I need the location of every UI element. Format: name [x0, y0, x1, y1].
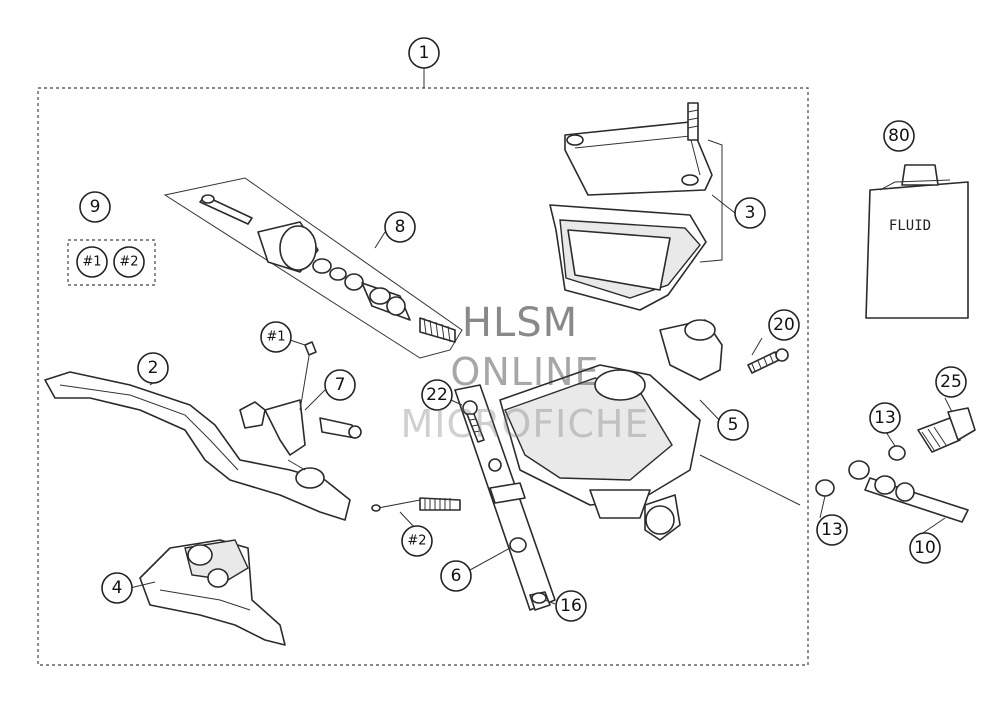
part-25-banjo-bolt[interactable] [917, 407, 976, 453]
callout-80-label: 80 [888, 126, 910, 146]
assembly-boundary [37, 68, 809, 666]
callout-hash1-box[interactable]: #1 [76, 246, 108, 278]
callout-22[interactable]: 22 [421, 379, 453, 411]
part-16-bolt[interactable] [529, 591, 551, 611]
callout-4-label: 4 [112, 578, 123, 598]
callout-16[interactable]: 16 [555, 590, 587, 622]
callout-80[interactable]: 80 [883, 120, 915, 152]
callout-20[interactable]: 20 [768, 309, 800, 341]
part-80-fluid-bottle[interactable]: FLUID [865, 164, 969, 319]
callout-13-upper-label: 13 [874, 408, 896, 428]
part-hash2-screw[interactable] [371, 497, 461, 512]
callout-2-label: 2 [148, 358, 159, 378]
part-7-adjuster[interactable] [239, 399, 362, 471]
part-20-screw[interactable] [747, 348, 789, 374]
callout-1-label: 1 [419, 43, 430, 63]
callout-16-label: 16 [560, 596, 582, 616]
part-9-group [67, 239, 156, 286]
callout-4[interactable]: 4 [101, 572, 133, 604]
callout-hash1-box-label: #1 [82, 255, 101, 270]
callout-25[interactable]: 25 [935, 366, 967, 398]
part-5-master-cylinder[interactable] [499, 319, 801, 541]
callout-20-label: 20 [773, 315, 795, 335]
callout-6-label: 6 [451, 566, 462, 586]
callout-7-label: 7 [335, 375, 346, 395]
callout-13-lower[interactable]: 13 [816, 514, 848, 546]
callout-10[interactable]: 10 [909, 532, 941, 564]
callout-8[interactable]: 8 [384, 211, 416, 243]
callout-8-label: 8 [395, 217, 406, 237]
part-3-reservoir-cap[interactable] [549, 102, 723, 311]
fluid-label: FLUID [889, 218, 931, 234]
callout-5-label: 5 [728, 415, 739, 435]
callout-7[interactable]: 7 [324, 369, 356, 401]
callout-10-label: 10 [914, 538, 936, 558]
part-22-screw[interactable] [462, 400, 485, 443]
callout-hash1[interactable]: #1 [260, 321, 292, 353]
callout-25-label: 25 [940, 372, 962, 392]
callout-1[interactable]: 1 [408, 37, 440, 69]
part-2-lever[interactable] [44, 371, 351, 521]
callout-hash2-box[interactable]: #2 [113, 246, 145, 278]
part-13-washer[interactable] [815, 445, 906, 497]
callout-13-lower-label: 13 [821, 520, 843, 540]
callout-6[interactable]: 6 [440, 560, 472, 592]
part-hash1-screw[interactable] [299, 341, 317, 411]
callout-hash2-label: #2 [407, 534, 426, 549]
callout-hash1-label: #1 [266, 330, 285, 345]
callout-3[interactable]: 3 [734, 197, 766, 229]
part-8-piston-kit[interactable] [163, 177, 463, 359]
callout-13-upper[interactable]: 13 [869, 402, 901, 434]
callout-9-label: 9 [90, 197, 101, 217]
part-4-lever-guard[interactable] [139, 539, 286, 646]
callout-2[interactable]: 2 [137, 352, 169, 384]
callout-hash2-box-label: #2 [119, 255, 138, 270]
callout-hash2[interactable]: #2 [401, 525, 433, 557]
callout-22-label: 22 [426, 385, 448, 405]
callout-3-label: 3 [745, 203, 756, 223]
callout-9[interactable]: 9 [79, 191, 111, 223]
part-10-hose[interactable] [864, 475, 969, 523]
callout-5[interactable]: 5 [717, 409, 749, 441]
